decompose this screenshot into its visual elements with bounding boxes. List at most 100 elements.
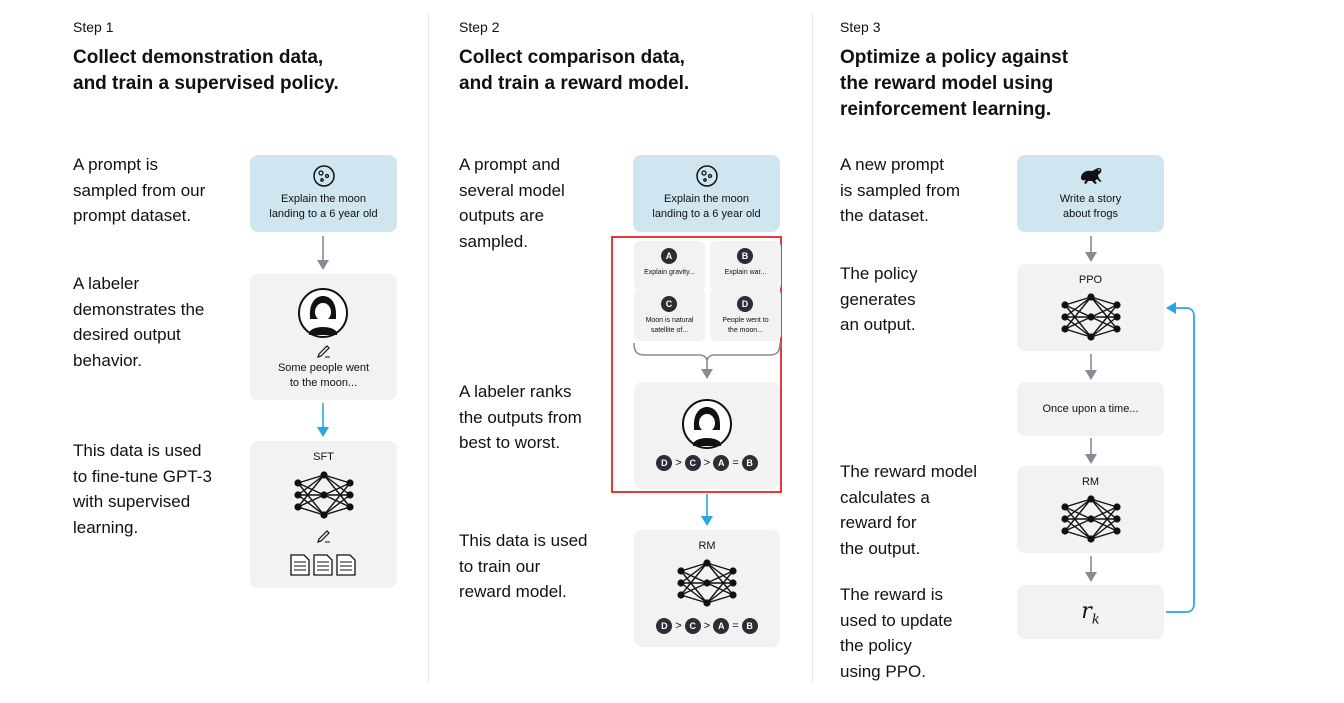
network-edge — [323, 494, 351, 508]
step-3-desc-policy: The policy generates an output. — [840, 264, 918, 334]
step-1-label: Step 1 — [73, 19, 114, 35]
network-edge — [1090, 518, 1118, 532]
step-1-arrow-1 — [317, 236, 329, 270]
rm-rank-op-2: > — [703, 620, 711, 632]
network-node — [1061, 503, 1069, 511]
network-edge — [1090, 506, 1118, 540]
network-edge — [706, 562, 734, 572]
neural-network-icon — [1061, 293, 1121, 341]
output-brace — [633, 342, 781, 379]
network-node — [703, 579, 711, 587]
network-edge — [680, 570, 708, 604]
output-card-d: D People went to the moon... — [710, 289, 781, 341]
rank-op-1: > — [675, 457, 682, 469]
network-edge — [1090, 498, 1118, 508]
network-edge — [1090, 304, 1118, 318]
step-3-ppo-label: PPO — [1078, 274, 1103, 286]
moon-icon — [313, 165, 335, 187]
network-node — [1087, 333, 1095, 341]
network-edge — [1064, 498, 1092, 520]
neural-network-icon — [677, 559, 737, 607]
step-1-arrow-2 — [317, 403, 329, 437]
frog-icon — [1081, 168, 1102, 184]
network-edge — [706, 562, 734, 584]
output-c-text: Moon is natural satellite of... — [645, 317, 694, 334]
step-1-sft-label: SFT — [313, 451, 334, 463]
step-3-rm-label: RM — [1081, 476, 1100, 488]
document-icon — [290, 554, 310, 576]
neural-network-icon — [294, 471, 354, 519]
network-edge — [323, 482, 351, 496]
network-edge — [323, 474, 351, 508]
step-1-prompt-text: Explain the moon landing to a 6 year old — [269, 193, 378, 220]
network-node — [677, 579, 685, 587]
output-b-text: Explain war... — [724, 269, 767, 276]
network-node — [1113, 527, 1121, 535]
step-3-title: Optimize a policy against the reward mod… — [840, 47, 1069, 120]
network-edge — [680, 562, 708, 572]
step-2-prompt-text: Explain the moon landing to a 6 year old — [652, 193, 761, 220]
network-node — [729, 591, 737, 599]
network-node — [1087, 495, 1095, 503]
rank-1-badge: D — [656, 455, 673, 471]
network-edge — [1064, 296, 1092, 330]
step-2-ranking-box: D > C > A = B — [634, 382, 780, 489]
network-node — [703, 559, 711, 567]
step-2-label: Step 2 — [459, 19, 500, 35]
document-icon — [313, 554, 333, 576]
output-card-a: A Explain gravity... — [634, 241, 705, 291]
network-edge — [680, 570, 708, 584]
moon-icon — [696, 165, 718, 187]
network-edge — [1064, 296, 1092, 306]
step-3-arrow-4 — [1085, 556, 1097, 582]
network-node — [294, 491, 302, 499]
step-1-desc-prompt: A prompt is sampled from our prompt data… — [73, 155, 206, 225]
step-1-demo-text: Some people went to the moon... — [277, 362, 370, 389]
network-node — [1061, 313, 1069, 321]
rank-op-3: = — [732, 457, 739, 469]
network-node — [294, 503, 302, 511]
network-edge — [297, 482, 325, 496]
network-edge — [1064, 506, 1092, 540]
network-node — [1113, 325, 1121, 333]
output-d-text: People went to the moon... — [722, 317, 769, 334]
network-edge — [1064, 518, 1092, 540]
rank-2-badge: C — [684, 455, 701, 471]
network-node — [320, 491, 328, 499]
network-node — [1061, 527, 1069, 535]
rank-op-2: > — [703, 457, 711, 469]
network-node — [320, 511, 328, 519]
pencil-icon — [317, 345, 330, 358]
pencil-icon — [317, 530, 330, 543]
step-1-title: Collect demonstration data, and train a … — [73, 47, 339, 94]
network-edge — [1090, 296, 1118, 318]
network-node — [1061, 515, 1069, 523]
network-edge — [706, 594, 734, 604]
network-edge — [297, 474, 325, 484]
rm-rank-2-badge: C — [684, 618, 701, 634]
highlight-box — [611, 236, 782, 493]
person-avatar-icon — [682, 399, 732, 449]
network-node — [320, 471, 328, 479]
network-node — [1087, 293, 1095, 301]
network-node — [729, 567, 737, 575]
network-edge — [1064, 316, 1092, 330]
network-edge — [1090, 506, 1118, 520]
documents-group — [290, 554, 356, 576]
step-3-rm-box: RM — [1017, 466, 1164, 553]
network-edge — [297, 506, 325, 516]
network-edge — [706, 562, 734, 596]
person-avatar-icon — [298, 288, 348, 338]
network-edge — [706, 582, 734, 604]
step-1-sft-box: SFT — [250, 441, 397, 588]
reward-symbol: rk — [1017, 599, 1164, 627]
rm-rank-3-badge: A — [713, 618, 730, 634]
network-edge — [323, 506, 351, 516]
network-node — [1061, 301, 1069, 309]
step-3-output-text: Once upon a time... — [1042, 403, 1139, 415]
output-a-badge: A — [661, 248, 677, 264]
step-2-title: Collect comparison data, and train a rew… — [459, 47, 690, 94]
step-3-label: Step 3 — [840, 19, 881, 35]
network-edge — [1064, 304, 1092, 338]
network-edge — [1090, 498, 1118, 520]
